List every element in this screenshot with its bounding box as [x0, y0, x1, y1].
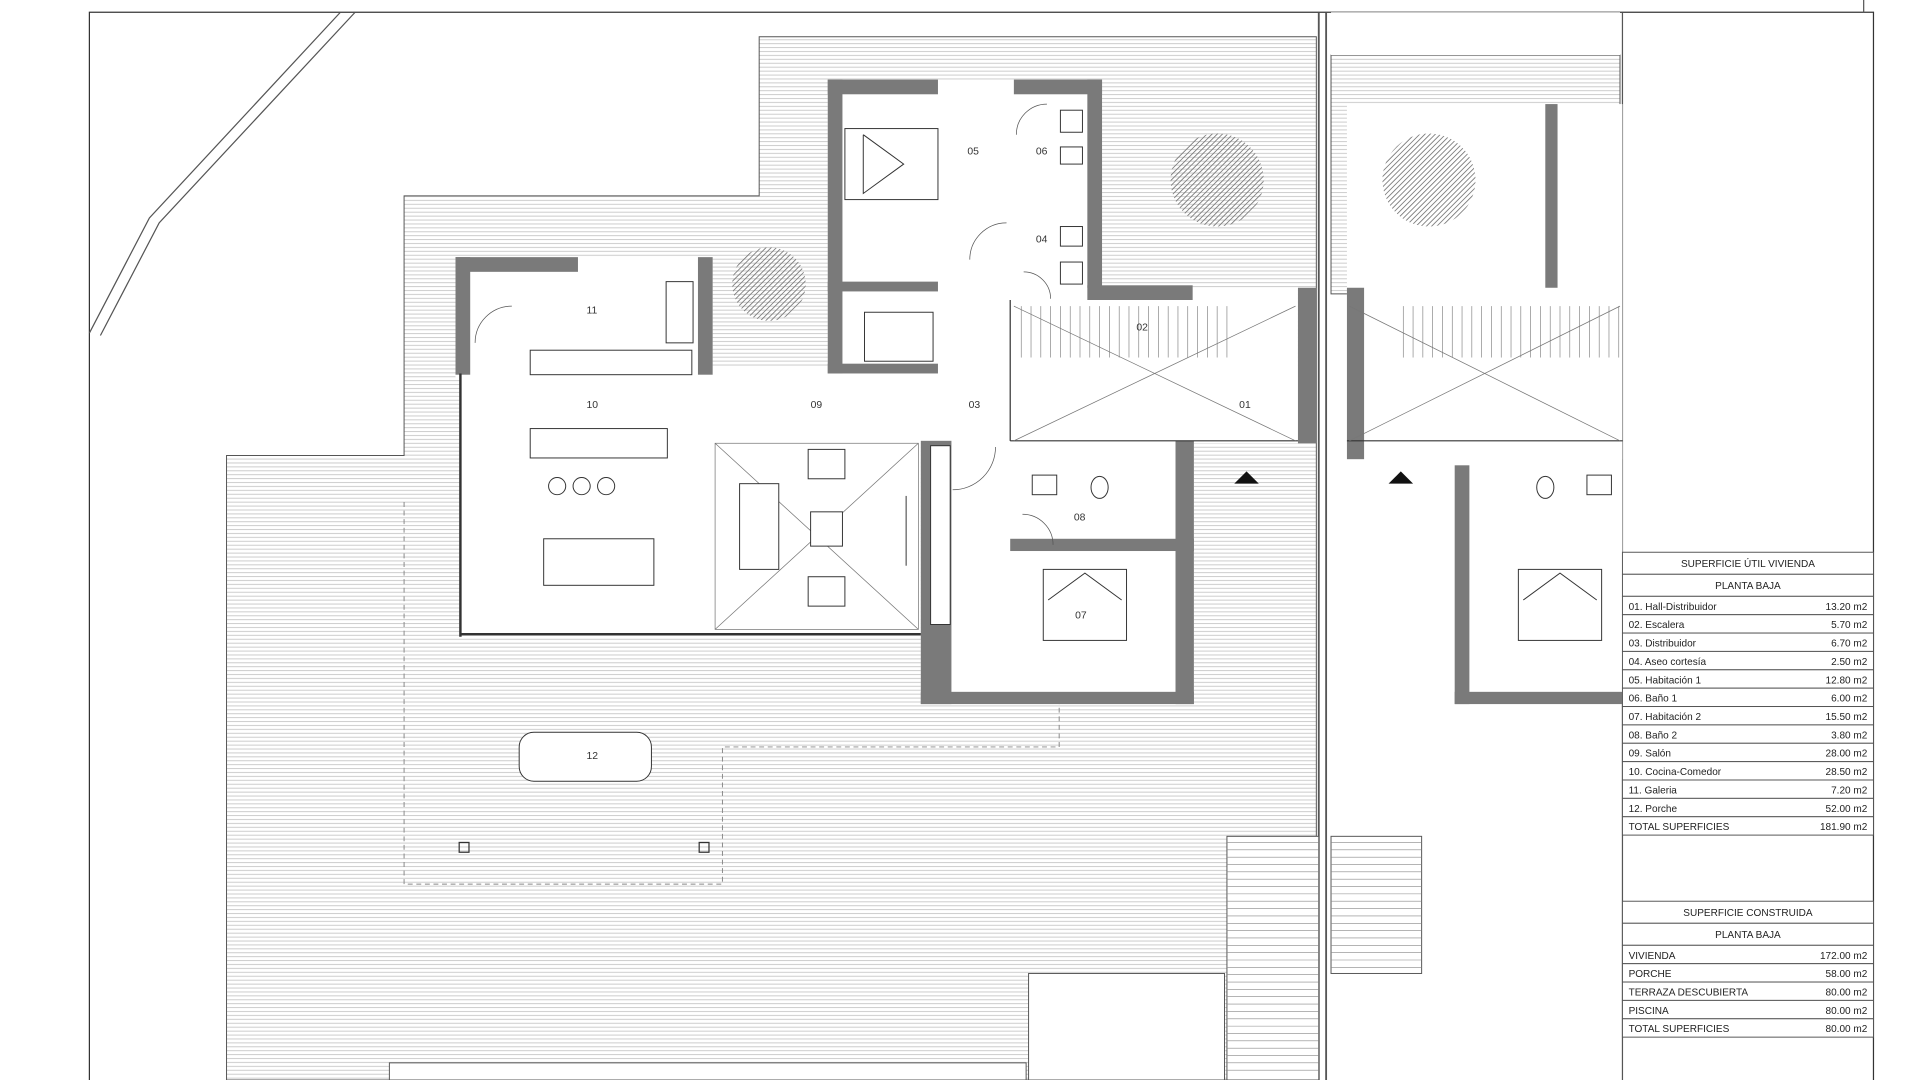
column-icon: [698, 841, 710, 853]
exterior-stairs: [1226, 835, 1423, 1080]
room-name: 04. Aseo cortesía: [1629, 657, 1707, 668]
staircase: [1402, 306, 1620, 358]
room-name: 10. Cocina-Comedor: [1629, 767, 1722, 778]
room-label-07: 07: [1075, 610, 1087, 621]
pool-outline: [403, 502, 1060, 885]
room-area: 80.00 m2: [1826, 1006, 1868, 1017]
table-total-row: TOTAL SUPERFICIES 181.90 m2: [1621, 816, 1874, 836]
room-area: 7.20 m2: [1831, 785, 1868, 796]
kitchen-island-icon: [529, 428, 668, 459]
table-row: 05. Habitación 1 12.80 m2: [1621, 669, 1874, 689]
bed-icon: [844, 128, 939, 201]
table-title: SUPERFICIE ÚTIL VIVIENDA: [1681, 557, 1815, 570]
room-name: TERRAZA DESCUBIERTA: [1629, 988, 1749, 999]
room-area: 6.70 m2: [1831, 639, 1868, 650]
drawing-frame: [88, 11, 1875, 1080]
table-row: 06. Baño 1 6.00 m2: [1621, 687, 1874, 708]
column-icon: [458, 841, 470, 853]
room-label-10: 10: [587, 400, 599, 411]
table-title: SUPERFICIE CONSTRUIDA: [1683, 908, 1813, 919]
room-name: 09. Salón: [1629, 749, 1671, 760]
room-label-11: 11: [587, 305, 598, 316]
table-row: 02. Escalera 5.70 m2: [1621, 614, 1874, 634]
room-name: TOTAL SUPERFICIES: [1629, 1024, 1730, 1035]
table-row: PORCHE 58.00 m2: [1621, 963, 1874, 983]
table-subtitle: PLANTA BAJA: [1715, 930, 1781, 941]
table-row: 09. Salón 28.00 m2: [1621, 742, 1874, 763]
bed-icon: [1517, 568, 1603, 641]
room-area: 13.20 m2: [1826, 602, 1868, 613]
room-label-02: 02: [1136, 323, 1148, 334]
room-label-06: 06: [1036, 146, 1048, 157]
room-area: 28.50 m2: [1826, 767, 1868, 778]
room-name: 01. Hall-Distribuidor: [1629, 602, 1718, 613]
room-area: 3.80 m2: [1831, 730, 1868, 741]
room-name: PISCINA: [1629, 1006, 1669, 1017]
table-row: 08. Baño 2 3.80 m2: [1621, 724, 1874, 744]
room-name: 11. Galeria: [1629, 785, 1678, 796]
room-label-05: 05: [967, 146, 979, 157]
doors: [474, 103, 1054, 545]
table-row: TERRAZA DESCUBIERTA 80.00 m2: [1621, 981, 1874, 1001]
table-row: 12. Porche 52.00 m2: [1621, 797, 1874, 818]
room-label-08: 08: [1074, 512, 1086, 523]
room-area: 80.00 m2: [1826, 1024, 1868, 1035]
entrance-arrow-icon: [1388, 471, 1414, 484]
table-row: 04. Aseo cortesía 2.50 m2: [1621, 650, 1874, 671]
bed-icon: [1042, 568, 1128, 641]
room-area: 2.50 m2: [1831, 657, 1868, 668]
room-area: 172.00 m2: [1820, 951, 1868, 962]
room-name: 12. Porche: [1629, 804, 1678, 815]
table-row: 07. Habitación 2 15.50 m2: [1621, 706, 1874, 726]
table-subtitle: PLANTA BAJA: [1715, 581, 1781, 592]
white-zone: [1028, 972, 1225, 1080]
room-name: 02. Escalera: [1629, 620, 1685, 631]
room-area: 15.50 m2: [1826, 712, 1868, 723]
table-row: 11. Galeria 7.20 m2: [1621, 779, 1874, 799]
room-area: 5.70 m2: [1831, 620, 1868, 631]
room-name: 03. Distribuidor: [1629, 639, 1697, 650]
room-area: 52.00 m2: [1826, 804, 1868, 815]
table-row: PISCINA 80.00 m2: [1621, 999, 1874, 1020]
util-area-table: SUPERFICIE ÚTIL VIVIENDA PLANTA BAJA 01. H…: [1621, 551, 1874, 836]
room-area: 12.80 m2: [1826, 675, 1868, 686]
table-row: 10. Cocina-Comedor 28.50 m2: [1621, 761, 1874, 781]
dining-table-icon: [543, 538, 655, 586]
tree-icon: [732, 133, 1476, 321]
walls: [455, 79, 1623, 705]
white-zone: [1331, 12, 1620, 56]
entrance-arrow-icon: [1234, 471, 1259, 484]
white-zone: [388, 1062, 1027, 1080]
room-name: 07. Habitación 2: [1629, 712, 1702, 723]
sofa-icon: [739, 483, 780, 570]
room-area: 181.90 m2: [1820, 822, 1868, 833]
road-edge: [99, 11, 356, 336]
staircase: [1020, 306, 1228, 358]
room-name: 06. Baño 1: [1629, 694, 1678, 705]
room-name: 08. Baño 2: [1629, 730, 1678, 741]
table-total-row: TOTAL SUPERFICIES 80.00 m2: [1621, 1018, 1874, 1038]
furniture: [518, 109, 1612, 782]
room-label-01: 01: [1239, 400, 1251, 411]
room-label-12: 12: [587, 751, 599, 762]
room-area: 28.00 m2: [1826, 749, 1868, 760]
room-area: 6.00 m2: [1831, 694, 1868, 705]
room-area: 58.00 m2: [1826, 969, 1868, 980]
room-name: VIVIENDA: [1629, 951, 1676, 962]
table-row: VIVIENDA 172.00 m2: [1621, 944, 1874, 965]
porch-table-icon: [518, 731, 652, 782]
room-label-04: 04: [1036, 234, 1048, 245]
room-name: PORCHE: [1629, 969, 1672, 980]
table-row: 03. Distribuidor 6.70 m2: [1621, 632, 1874, 652]
built-area-table: SUPERFICIE CONSTRUIDA PLANTA BAJA VIVIENDA…: [1621, 900, 1874, 1038]
room-name: 05. Habitación 1: [1629, 675, 1702, 686]
room-name: TOTAL SUPERFICIES: [1629, 822, 1730, 833]
road-edge: [88, 11, 341, 334]
room-label-09: 09: [811, 400, 823, 411]
room-area: 80.00 m2: [1826, 988, 1868, 999]
table-row: 01. Hall-Distribuidor 13.20 m2: [1621, 595, 1874, 616]
room-label-03: 03: [969, 400, 981, 411]
